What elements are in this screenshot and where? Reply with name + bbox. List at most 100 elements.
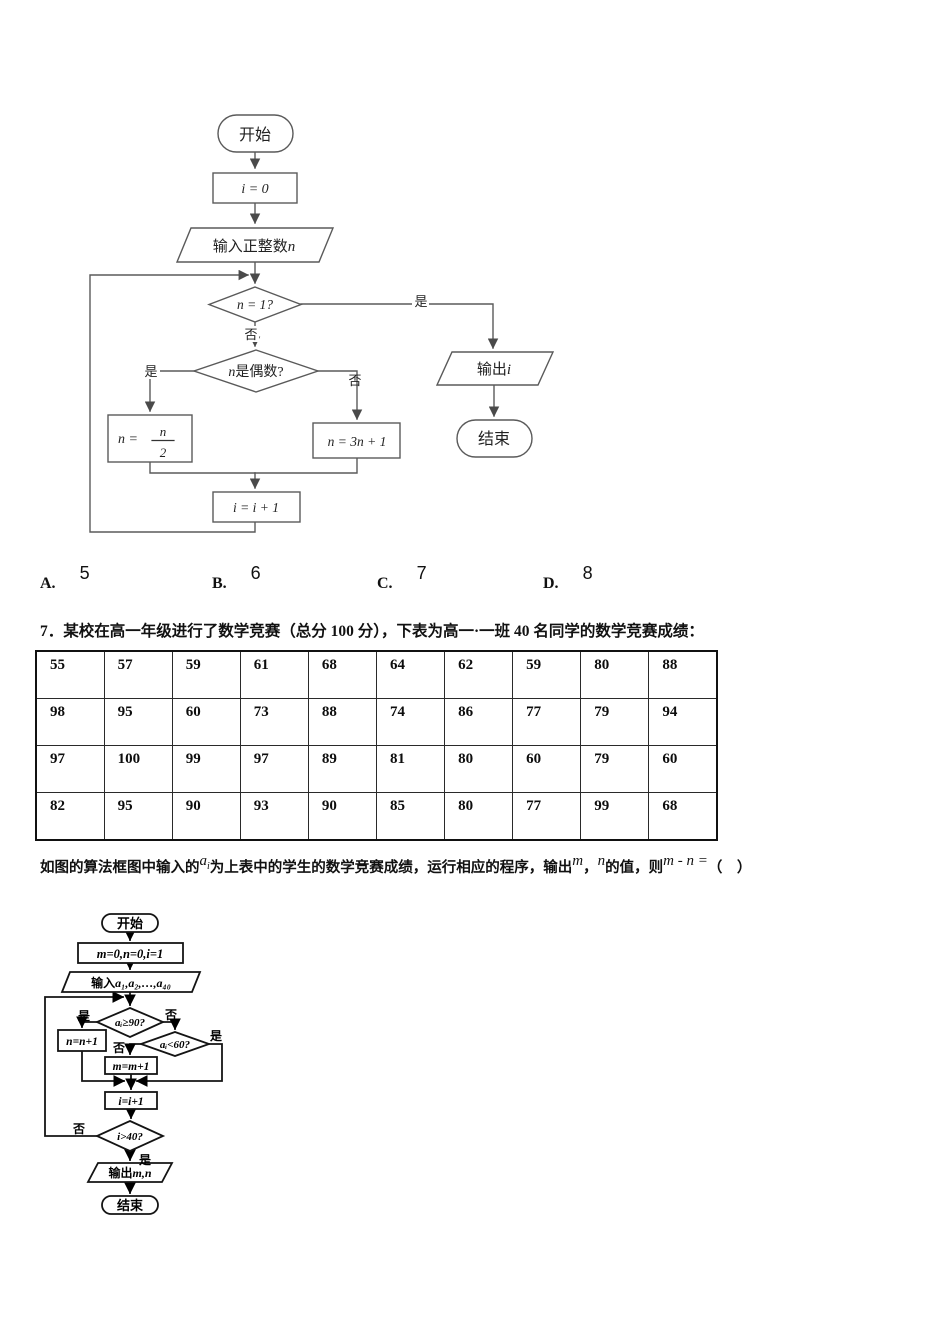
option-d-letter: D. [543, 575, 559, 592]
yes-branch-n [76, 1016, 98, 1029]
score-cell: 90 [171, 792, 241, 841]
yes-label-c3: 是 [138, 1153, 152, 1167]
score-cell: 98 [35, 698, 105, 746]
score-cell: 90 [307, 792, 377, 841]
no-label-c1: 否 [164, 1008, 177, 1022]
score-cell: 99 [171, 745, 241, 793]
score-cell: 85 [375, 792, 446, 841]
yes-label-c1: 是 [77, 1009, 91, 1023]
score-cell: 89 [307, 745, 377, 793]
start-node [217, 114, 294, 153]
merge-right-line [254, 457, 358, 474]
m-inc-label: m=m+1 [113, 1061, 150, 1073]
option-a-value: 5 [79, 563, 90, 583]
end-node [456, 419, 533, 458]
end-node-2 [101, 1195, 159, 1215]
output-node-2 [86, 1162, 174, 1183]
halve-numerator: n [160, 424, 167, 439]
score-cell: 88 [648, 650, 718, 699]
no-label-c2: 否 [112, 1041, 125, 1055]
para-part2: 为上表中的学生的数学竞赛成绩，运行相应的程序，输出 [209, 860, 573, 876]
score-cell: 77 [512, 792, 582, 841]
input-label-2: 输入a₁,a₂,…,a₄₀ [91, 975, 171, 990]
score-cell: 79 [580, 698, 650, 746]
option-c-letter: C. [377, 575, 393, 592]
output-label: 输出i [477, 361, 511, 378]
no-branch-cond2 [162, 1018, 181, 1031]
option-b-value: 6 [250, 563, 261, 583]
score-cell: 88 [307, 698, 377, 746]
score-cell: 62 [444, 650, 514, 699]
option-c: C. 7 [377, 563, 427, 593]
output-node [435, 351, 555, 386]
cond1-node [207, 286, 303, 323]
para-comma: ， [583, 860, 598, 876]
cond3-label: i>40? [117, 1131, 143, 1143]
n-inc-merge [81, 1050, 126, 1087]
option-d: D. 8 [543, 563, 593, 593]
score-cell: 55 [35, 650, 105, 699]
increment-node [212, 491, 301, 523]
init-node-2 [77, 942, 184, 964]
score-cell: 60 [512, 745, 582, 793]
i-inc-label: i=i+1 [118, 1096, 143, 1108]
score-cell: 80 [580, 650, 650, 699]
init-node [212, 172, 298, 204]
score-cell: 68 [648, 792, 718, 841]
branch-odd-line [317, 370, 363, 421]
option-b: B. 6 [212, 563, 261, 593]
init-label-2: m=0,n=0,i=1 [97, 947, 164, 961]
score-cell: 74 [375, 698, 446, 746]
option-a-letter: A. [40, 575, 56, 592]
yes-label-2: 是 [144, 364, 157, 379]
option-a: A. 5 [40, 563, 90, 593]
score-cell: 57 [103, 650, 173, 699]
score-cell: 79 [580, 745, 650, 793]
option-b-letter: B. [212, 575, 227, 592]
m-inc-node [104, 1056, 158, 1075]
score-cell: 82 [35, 792, 105, 841]
n-inc-node [57, 1029, 107, 1052]
yes-label-c2: 是 [209, 1029, 223, 1043]
cond2-label: n是偶数? [228, 364, 283, 380]
para-part4: （ ） [707, 860, 752, 876]
cond2-node [191, 349, 321, 393]
math-n: n [597, 853, 606, 869]
input-node [175, 227, 335, 263]
score-cell: 61 [239, 650, 309, 699]
end-label: 结束 [478, 430, 510, 448]
input-node-2 [60, 971, 202, 993]
question-7-text: 7．某校在高一年级进行了数学竞赛（总分 100 分），下表为高一·一班 40 名… [40, 623, 704, 640]
score-cell: 80 [444, 745, 514, 793]
score-cell: 59 [512, 650, 582, 699]
score-cell: 81 [375, 745, 446, 793]
flowchart-scores: 开始 m=0,n=0,i=1 输入a₁,a₂,…,a₄₀ aᵢ≥90? 是 否 … [44, 913, 223, 1215]
answer-options: A. 5 B. 6 C. 7 D. 8 [0, 560, 950, 600]
score-cell: 99 [580, 792, 650, 841]
branch-yes-line [300, 303, 499, 350]
input-label: 输入正整数n [213, 238, 296, 255]
score-cell: 68 [307, 650, 377, 699]
no-branch-m [124, 1043, 142, 1056]
no-label-2: 否 [348, 373, 361, 388]
score-cell: 100 [103, 745, 173, 793]
score-cell: 93 [239, 792, 309, 841]
math-m-minus-n: m - n = [663, 853, 708, 869]
cond1-node-2 [94, 1007, 166, 1038]
score-cell: 77 [512, 698, 582, 746]
score-cell: 80 [444, 792, 514, 841]
score-cell: 95 [103, 698, 173, 746]
triple-node [312, 422, 401, 459]
option-c-value: 7 [416, 563, 427, 583]
merge-left-line [149, 461, 256, 474]
cond2-label-2: aᵢ<60? [160, 1039, 191, 1051]
score-cell: 97 [239, 745, 309, 793]
score-cell: 59 [171, 650, 241, 699]
score-cell: 60 [171, 698, 241, 746]
option-d-value: 8 [582, 563, 593, 583]
